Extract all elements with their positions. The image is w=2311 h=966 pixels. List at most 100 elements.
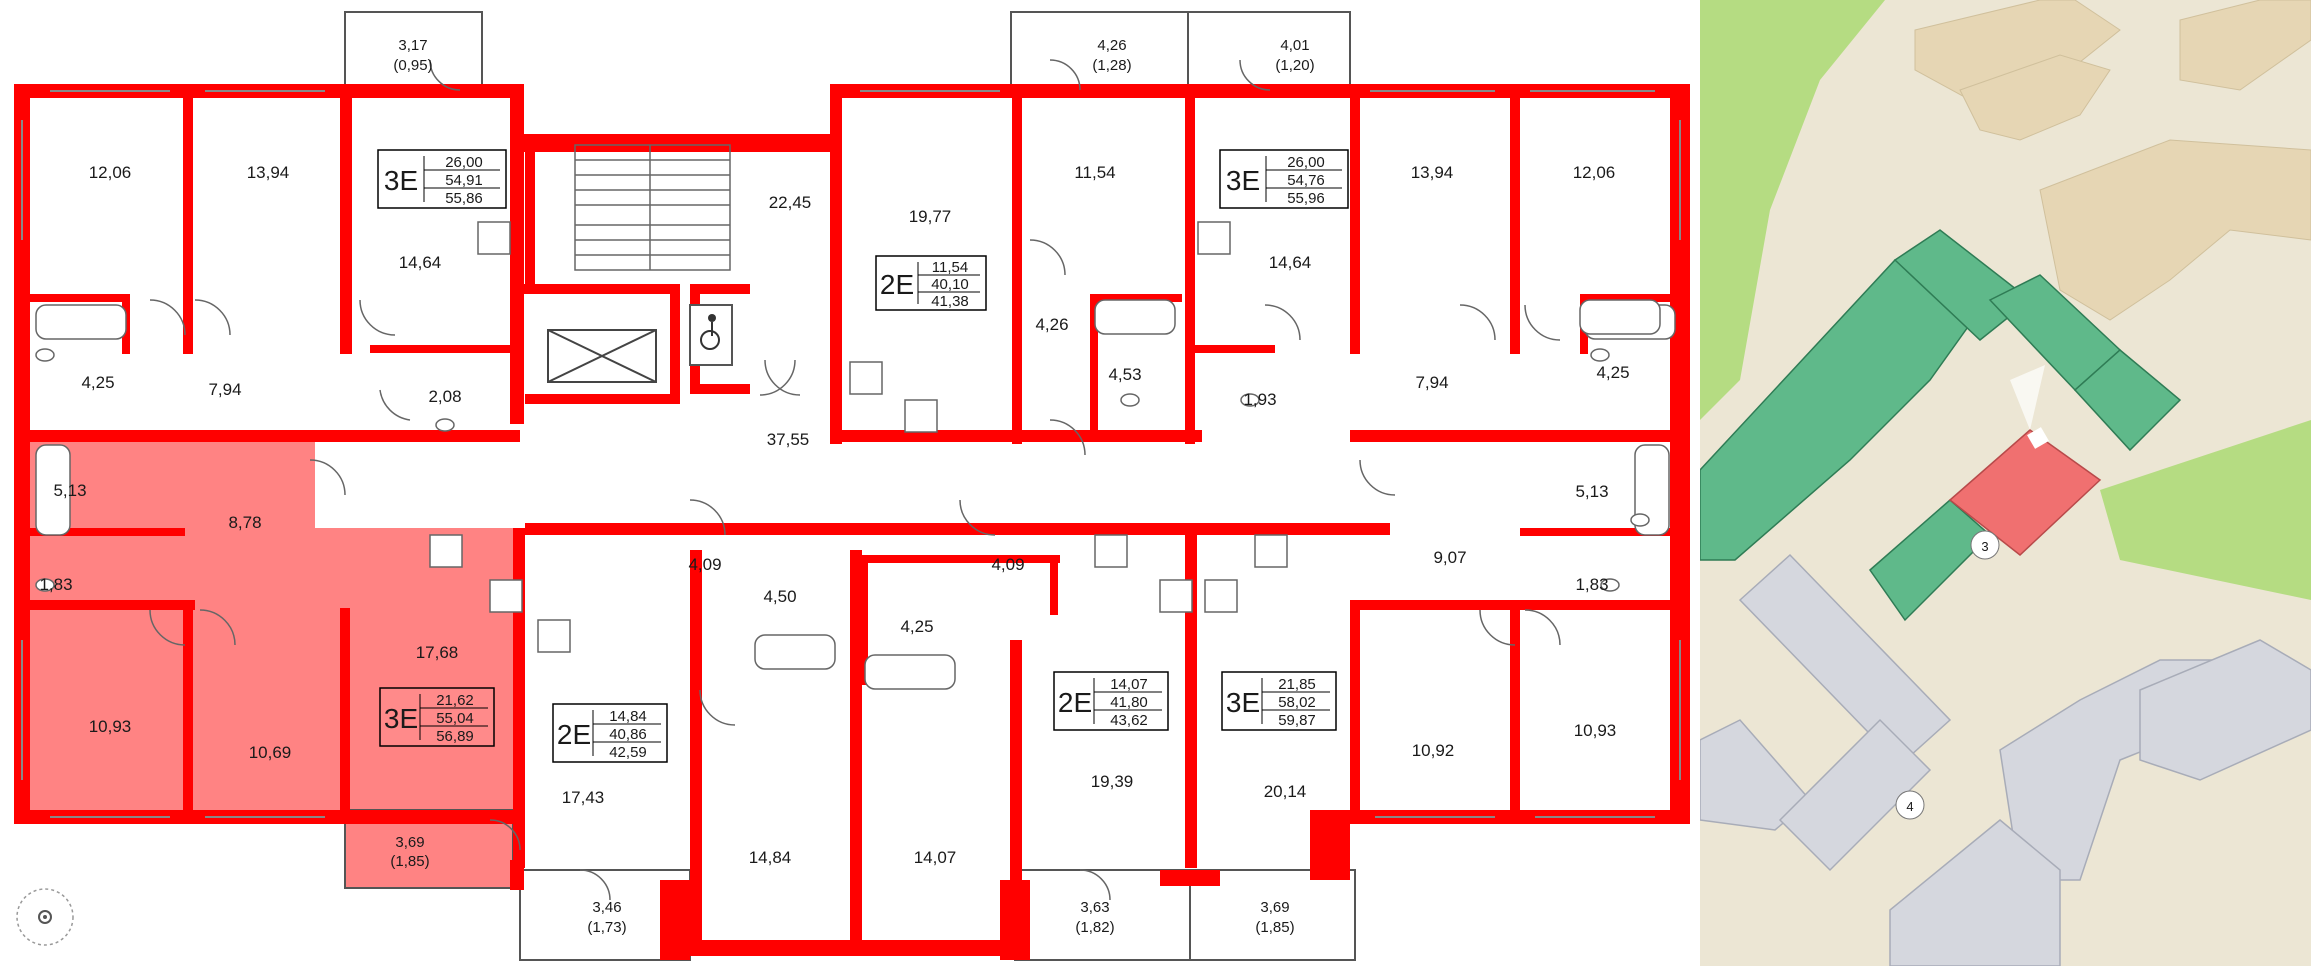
- wheelchair-icon: [689, 304, 733, 366]
- neighbor-buildings: [1914, 0, 2311, 321]
- balcony-area: 4,01: [1280, 37, 1309, 54]
- room-labels: 12,06 13,94 14,64 4,25 7,94 2,08 22,45 1…: [39, 163, 1629, 867]
- room-area: 14,64: [1269, 253, 1312, 272]
- stairs-icon: [574, 144, 731, 271]
- room-area: 8,78: [228, 513, 261, 532]
- apartment-total-with-balcony: 43,62: [1110, 712, 1148, 729]
- room-area: 10,93: [1574, 721, 1617, 740]
- apartment-type: 2E: [880, 269, 914, 300]
- balcony-reduced-area: (1,85): [390, 853, 429, 870]
- balcony-reduced-area: (1,85): [1255, 919, 1294, 936]
- room-area: 10,93: [89, 717, 132, 736]
- elevator-icon: [547, 329, 657, 383]
- balcony-area: 3,17: [398, 37, 427, 54]
- apartment-badge[interactable]: 3E 21,85 58,02 59,87: [1221, 671, 1337, 731]
- apartment-total-with-balcony: 42,59: [609, 744, 647, 761]
- apartment-type: 3E: [1226, 687, 1260, 718]
- doors: [149, 59, 1561, 901]
- room-area: 20,14: [1264, 782, 1307, 801]
- entrance-marker: [2027, 427, 2049, 449]
- room-area: 14,07: [914, 848, 957, 867]
- room-area: 4,25: [81, 373, 114, 392]
- room-area: 1,83: [39, 575, 72, 594]
- apartment-total-with-balcony: 55,96: [1287, 190, 1325, 207]
- room-area: 7,94: [208, 380, 241, 399]
- apartment-living-area: 11,54: [932, 259, 968, 276]
- room-area: 12,06: [89, 163, 132, 182]
- building-number: 4: [1906, 799, 1913, 814]
- room-area: 17,43: [562, 788, 605, 807]
- balcony-area: 3,69: [1260, 899, 1289, 916]
- apartment-total-area: 58,02: [1278, 694, 1316, 711]
- apartment-living-area: 21,62: [436, 692, 474, 709]
- apartment-badge[interactable]: 3E 26,00 54,76 55,96: [1219, 149, 1349, 209]
- balcony-area: 3,69: [395, 834, 424, 851]
- building-marker[interactable]: 3: [1970, 530, 2000, 560]
- room-area: 1,83: [1575, 575, 1608, 594]
- apartment-living-area: 26,00: [1287, 154, 1325, 171]
- apartment-total-with-balcony: 56,89: [436, 728, 474, 745]
- floor-plan: 12,06 13,94 14,64 4,25 7,94 2,08 22,45 1…: [14, 11, 1690, 961]
- apartment-total-with-balcony: 41,38: [931, 293, 969, 310]
- apartment-type: 2E: [1058, 687, 1092, 718]
- room-area: 4,53: [1108, 365, 1141, 384]
- apartment-total-area: 40,86: [609, 726, 647, 743]
- balcony-outlines: [344, 11, 1356, 961]
- balcony-reduced-area: (1,20): [1275, 57, 1314, 74]
- site-map: 3 4: [1700, 0, 2311, 966]
- apartment-total-area: 55,04: [436, 710, 474, 727]
- room-area: 4,25: [1596, 363, 1629, 382]
- balcony-reduced-area: (1,82): [1075, 919, 1114, 936]
- room-area: 12,06: [1573, 163, 1616, 182]
- room-area: 13,94: [247, 163, 290, 182]
- apartment-total-area: 41,80: [1110, 694, 1148, 711]
- apartment-badge[interactable]: 3E 26,00 54,91 55,86: [377, 149, 507, 209]
- room-area: 14,64: [399, 253, 442, 272]
- compass-icon: [16, 888, 74, 946]
- apartment-total-with-balcony: 59,87: [1278, 712, 1316, 729]
- current-building[interactable]: [1700, 229, 2182, 622]
- other-buildings: [1700, 553, 2311, 966]
- apartment-total-with-balcony: 55,86: [445, 190, 483, 207]
- windows: [21, 90, 1681, 818]
- apartment-total-area: 54,76: [1287, 172, 1325, 189]
- room-area: 4,26: [1035, 315, 1068, 334]
- view-direction: [2010, 365, 2045, 430]
- building-marker[interactable]: 4: [1895, 790, 1925, 820]
- room-area: 10,69: [249, 743, 292, 762]
- apartment-living-area: 14,84: [609, 708, 647, 725]
- room-area: 5,13: [1575, 482, 1608, 501]
- apartment-type: 3E: [384, 165, 418, 196]
- room-area: 5,13: [53, 481, 86, 500]
- room-area: 14,84: [749, 848, 792, 867]
- balcony-reduced-area: (1,73): [587, 919, 626, 936]
- apartment-type: 3E: [1226, 165, 1260, 196]
- balcony-area: 3,46: [592, 899, 621, 916]
- balcony-area: 4,26: [1097, 37, 1126, 54]
- balcony-area: 3,63: [1080, 899, 1109, 916]
- room-area: 4,09: [688, 555, 721, 574]
- apartment-type: 2E: [557, 719, 591, 750]
- apartment-badge-selected[interactable]: 3E 21,62 55,04 56,89: [379, 687, 495, 747]
- apartment-badge[interactable]: 2E 14,84 40,86 42,59: [552, 703, 668, 763]
- apartment-badge[interactable]: 2E 14,07 41,80 43,62: [1053, 671, 1169, 731]
- apartment-type: 3E: [384, 703, 418, 734]
- balcony-labels: 3,17 (0,95) 4,26 (1,28) 4,01 (1,20) 3,69…: [390, 37, 1314, 936]
- building-number: 3: [1981, 539, 1988, 554]
- apartment-living-area: 21,85: [1278, 676, 1316, 693]
- room-area: 19,77: [909, 207, 952, 226]
- apartment-living-area: 26,00: [445, 154, 483, 171]
- room-area: 2,08: [428, 387, 461, 406]
- balcony-reduced-area: (1,28): [1092, 57, 1131, 74]
- apartment-total-area: 54,91: [445, 172, 483, 189]
- room-area: 4,50: [763, 587, 796, 606]
- apartment-badge[interactable]: 2E 11,54 40,10 41,38: [875, 255, 987, 311]
- room-area: 4,09: [991, 555, 1024, 574]
- room-area: 4,25: [900, 617, 933, 636]
- park-area: [2100, 420, 2311, 600]
- fixtures: [35, 221, 1676, 690]
- apartment-total-area: 40,10: [931, 276, 969, 293]
- room-area: 19,39: [1091, 772, 1134, 791]
- room-area: 37,55: [767, 430, 810, 449]
- room-area: 10,92: [1412, 741, 1455, 760]
